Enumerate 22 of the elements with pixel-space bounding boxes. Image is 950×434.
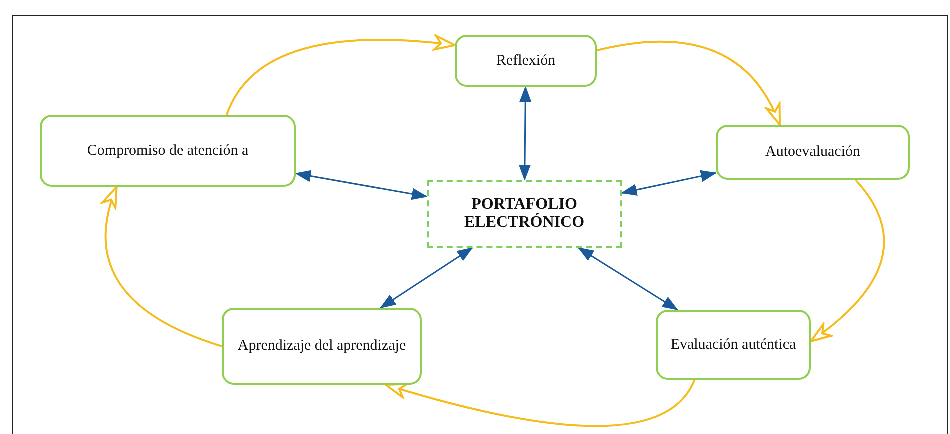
double-arrow	[578, 247, 678, 311]
concept-box	[455, 35, 597, 87]
node-label: Aprendizaje del aprendizaje	[238, 338, 406, 355]
cycle-arrow	[385, 380, 696, 428]
cycle-arrow	[596, 40, 782, 126]
node-label: Evaluación auténtica	[670, 336, 796, 354]
concept-box	[40, 115, 296, 187]
cycle-arrow	[102, 186, 222, 348]
double-arrow	[380, 247, 474, 309]
node-label: PORTAFOLIO ELECTRÓNICO	[463, 196, 586, 232]
double-arrow	[621, 170, 717, 196]
node-label: Reflexión	[496, 52, 556, 70]
double-arrow	[295, 170, 428, 200]
concept-box	[656, 310, 811, 380]
cycle-arrow	[810, 179, 885, 342]
node-label: Autoevaluación	[766, 144, 860, 161]
central-dashed-box	[427, 180, 622, 248]
node-label: Compromiso de atención a	[87, 142, 249, 160]
concept-box	[716, 125, 910, 180]
cycle-arrow	[226, 35, 456, 116]
double-arrow	[518, 86, 532, 181]
concept-box	[222, 308, 422, 385]
